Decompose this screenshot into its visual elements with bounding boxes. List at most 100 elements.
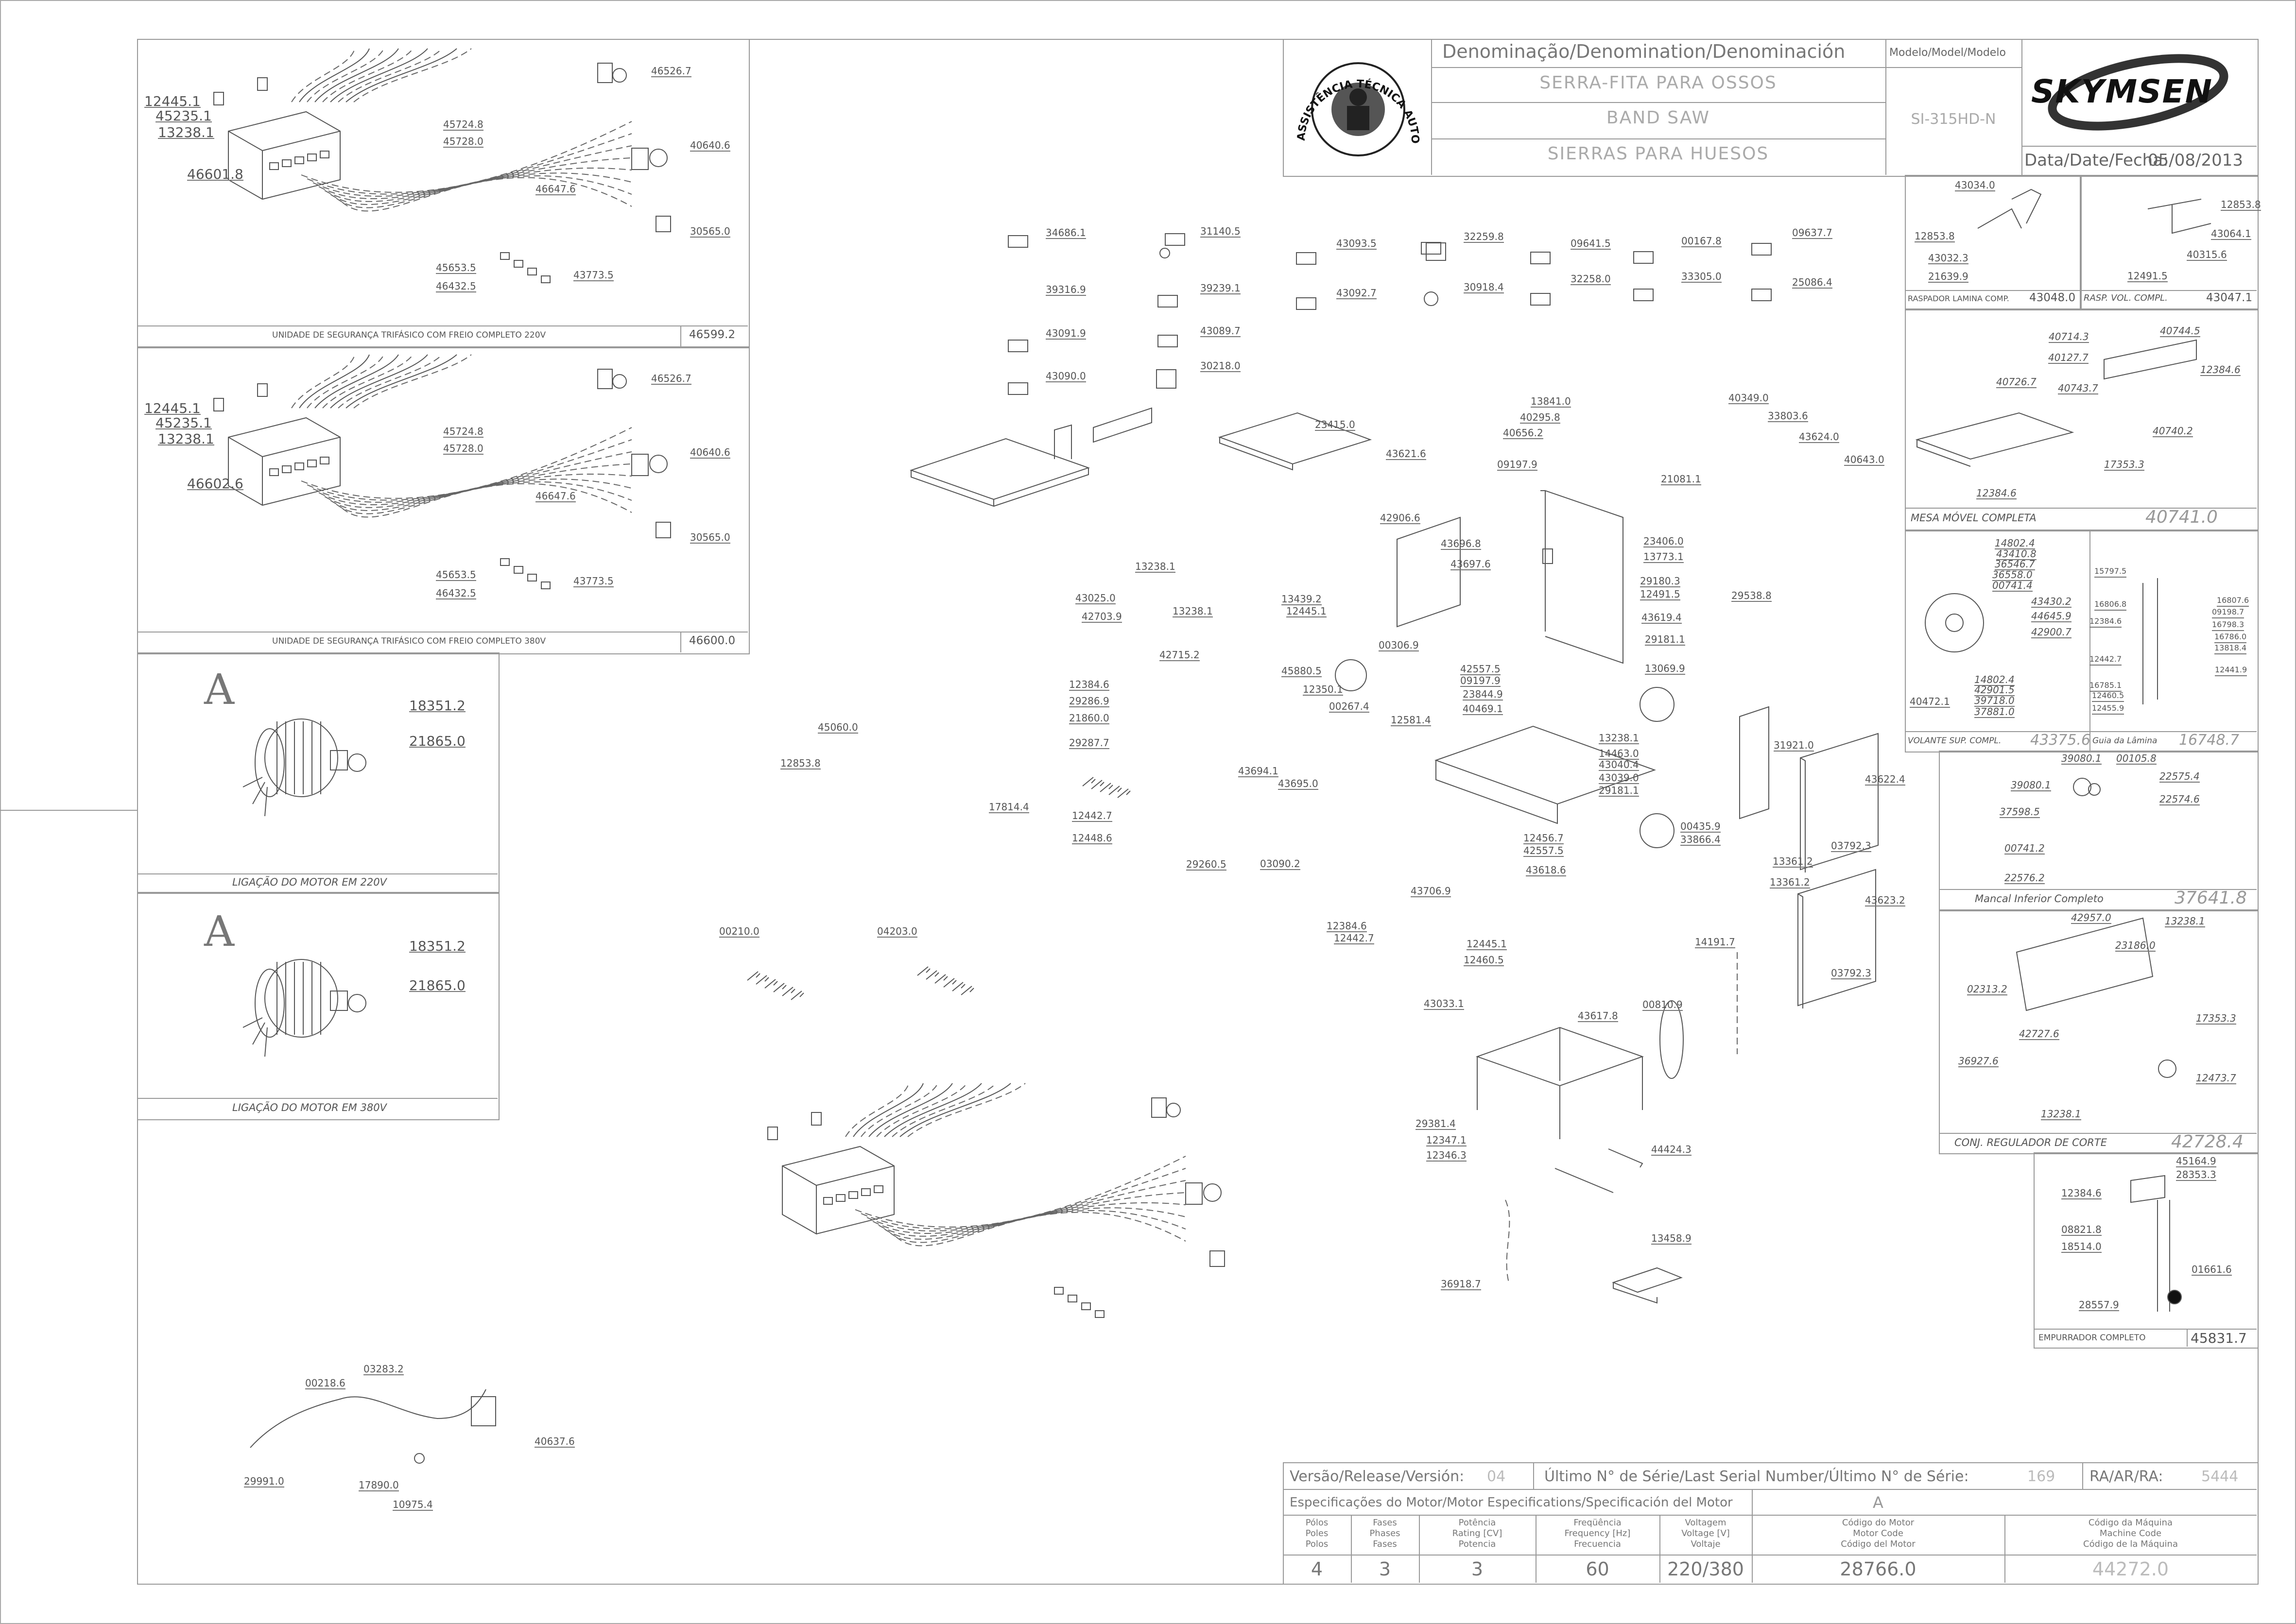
part-label-main: 13238.1 [1173, 605, 1213, 617]
part-label-p2: 45653.5 [436, 569, 476, 581]
part-label-p1: 45235.1 [155, 108, 212, 124]
part-label-main: 12384.6 [1069, 679, 1109, 691]
part-label-main: 29180.3 [1640, 575, 1680, 587]
part-label-main: 43624.0 [1799, 431, 1839, 443]
panel-regulador [1939, 909, 2259, 1154]
part-label-raspador: 43034.0 [1955, 179, 1995, 191]
part-label-empurrador: 45164.9 [2176, 1155, 2216, 1167]
regulador-caption-strip [1939, 1133, 2257, 1134]
panel-mancal [1939, 751, 2259, 911]
part-label-main: 43619.4 [1641, 612, 1682, 624]
volante-code: 43375.6 [2030, 732, 2091, 749]
part-label-volante: 37881.0 [1974, 706, 2015, 718]
part-label-main: 29286.9 [1069, 695, 1109, 707]
part-label-main: 13069.9 [1645, 663, 1685, 675]
part-label-volante: 43410.8 [1996, 548, 2037, 560]
bottom-v5 [1351, 1515, 1352, 1583]
title-row3 [1431, 138, 1885, 139]
mesa-caption: MESA MÓVEL COMPLETA [1911, 512, 2037, 524]
mancal-caption-strip [1939, 889, 2257, 890]
part-label-guia: 12441.9 [2215, 665, 2247, 676]
empurrador-divider [2187, 1329, 2188, 1347]
part-label-main: 40643.0 [1844, 454, 1884, 466]
bottom-v8 [1659, 1515, 1660, 1583]
part-label-empurrador: 18514.0 [2061, 1241, 2102, 1253]
volante-caption-strip [1905, 731, 2257, 732]
part-label-main: 12853.8 [780, 757, 821, 769]
part-label-main: 29538.8 [1731, 590, 1772, 602]
denomination-header: Denominação/Denomination/Denominación [1442, 41, 1846, 62]
part-label-regulador: 13238.1 [2041, 1108, 2081, 1120]
regulador-caption: CONJ. REGULADOR DE CORTE [1954, 1137, 2107, 1148]
part-label-regulador: 02313.2 [1967, 983, 2007, 995]
part-label-main: 29260.5 [1186, 858, 1226, 871]
part-label-empurrador: 01661.6 [2192, 1264, 2232, 1276]
version-value: 04 [1487, 1468, 1506, 1485]
bottom-row2 [1283, 1515, 2257, 1516]
bottom-row3 [1283, 1555, 2257, 1556]
bottom-block [1283, 1462, 2259, 1585]
part-label-main: 12347.1 [1426, 1134, 1467, 1146]
version-label: Versão/Release/Versión: [1290, 1468, 1465, 1485]
title-model-row [1885, 67, 2021, 68]
part-label-main: 43618.6 [1526, 864, 1566, 876]
part-label-main: 43706.9 [1411, 885, 1451, 897]
part-label-p1: 46647.6 [535, 183, 576, 195]
part-label-regulador: 13238.1 [2165, 915, 2205, 927]
part-label-regulador: 17353.3 [2196, 1012, 2236, 1025]
part-label-guia: 16806.8 [2094, 599, 2127, 611]
part-label-main: 00267.4 [1329, 701, 1369, 713]
part-label-main: 40472.1 [1910, 696, 1950, 708]
part-label-mancal: 37598.5 [2000, 806, 2040, 818]
part-label-p1: 46432.5 [436, 280, 476, 292]
rasp-vol-code: 43047.1 [2206, 291, 2253, 304]
title-block [1283, 39, 2259, 177]
part-label-volante: 39718.0 [1974, 695, 2015, 707]
part-label-top-row: 31140.5 [1200, 225, 1241, 238]
panel-220v-unit [137, 39, 750, 348]
part-label-top-row: 09641.5 [1571, 238, 1611, 250]
part-label-main: 03283.2 [363, 1363, 404, 1375]
part-label-main: 12442.7 [1334, 932, 1374, 944]
col-voltage: Voltagem Voltage [V] Voltaje [1681, 1518, 1730, 1549]
part-label-mesa: 40726.7 [1996, 376, 2037, 388]
panel2-caption-strip [137, 632, 748, 653]
panel3-caption-strip [137, 873, 498, 893]
part-label-guia: 12455.9 [2092, 703, 2124, 715]
part-label-main: 03792.3 [1831, 967, 1871, 979]
part-label-main: 12460.5 [1464, 954, 1504, 966]
part-label-main: 23406.0 [1643, 535, 1684, 547]
part-label-main: 00435.9 [1680, 821, 1721, 833]
part-label-main: 23844.9 [1463, 688, 1503, 701]
part-label-main: 33866.4 [1680, 834, 1721, 846]
part-label-guia: 12442.7 [2089, 654, 2122, 666]
part-label-main: 40637.6 [535, 1436, 575, 1448]
part-label-main: 43040.4 [1599, 759, 1639, 771]
val-voltage: 220/380 [1667, 1558, 1744, 1580]
part-label-p2: 46647.6 [535, 490, 576, 502]
part-label-p1: 46601.8 [187, 166, 243, 182]
val-poles: 4 [1311, 1558, 1323, 1580]
part-label-main: 04203.0 [877, 925, 917, 938]
panel4-caption-strip [137, 1098, 498, 1119]
part-label-guia: 16786.0 [2214, 632, 2247, 643]
part-label-top-row: 43092.7 [1336, 287, 1377, 299]
motor-letter-a-220: A [204, 666, 235, 714]
part-label-main: 21860.0 [1069, 712, 1109, 724]
panel-motor-380v [137, 892, 500, 1120]
serial-label: Último N° de Série/Last Serial Number/Úl… [1544, 1468, 1969, 1485]
empurrador-caption-strip [2034, 1329, 2257, 1330]
part-label-mesa: 40740.2 [2153, 425, 2193, 437]
part-label-p1: 12445.1 [144, 93, 201, 109]
part-label-main: 29287.7 [1069, 737, 1109, 749]
part-label-empurrador: 28353.3 [2176, 1169, 2216, 1181]
panel1-caption: UNIDADE DE SEGURANÇA TRIFÁSICO COM FREIO… [272, 330, 546, 340]
part-label-volante: 43430.2 [2031, 596, 2072, 608]
part-label-volante: 36558.0 [1992, 569, 2033, 581]
part-label-top-row: 39316.9 [1046, 284, 1086, 296]
part-label-guia: 12460.5 [2092, 690, 2124, 702]
panel2-code: 46600.0 [689, 634, 736, 647]
part-label-volante: 42901.5 [1974, 684, 2015, 696]
part-label-mesa: 40744.5 [2160, 325, 2200, 337]
